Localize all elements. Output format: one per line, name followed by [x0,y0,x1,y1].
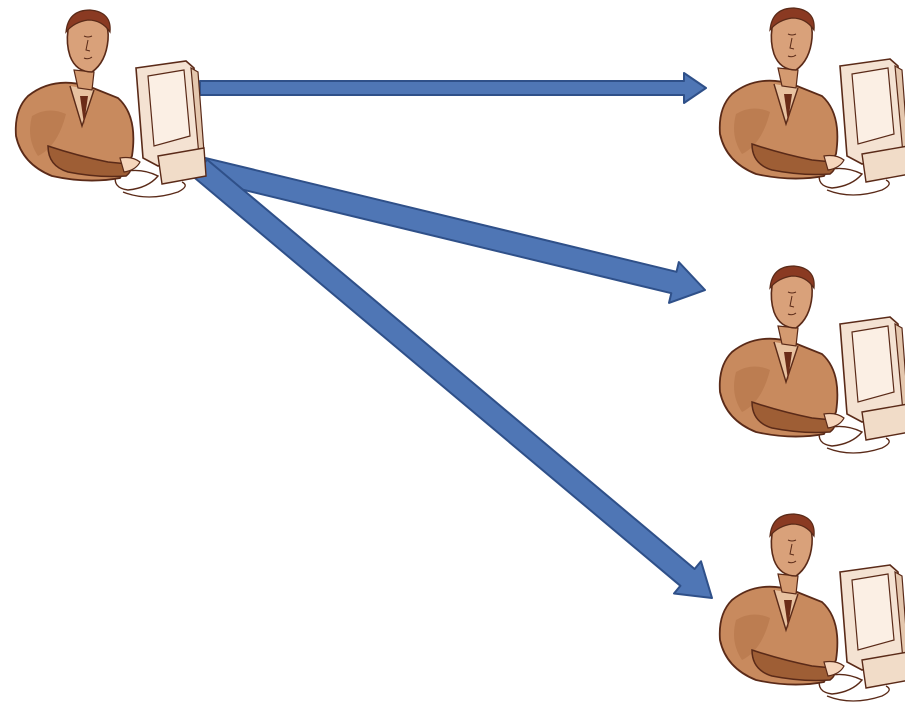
person-at-computer-icon [718,513,905,702]
receiver-node-2 [712,262,905,457]
arrow-sender-to-receiver-1 [199,72,707,104]
person-at-computer-icon [718,7,905,196]
edges [191,72,713,599]
sender-node [8,6,208,201]
arrow-sender-to-receiver-3 [191,158,713,599]
arrow-sender-to-receiver-2 [196,156,706,304]
person-at-computer-icon [718,265,905,454]
receiver-node-3 [712,510,905,705]
receiver-node-1 [712,4,905,199]
person-at-computer-icon [14,9,207,198]
